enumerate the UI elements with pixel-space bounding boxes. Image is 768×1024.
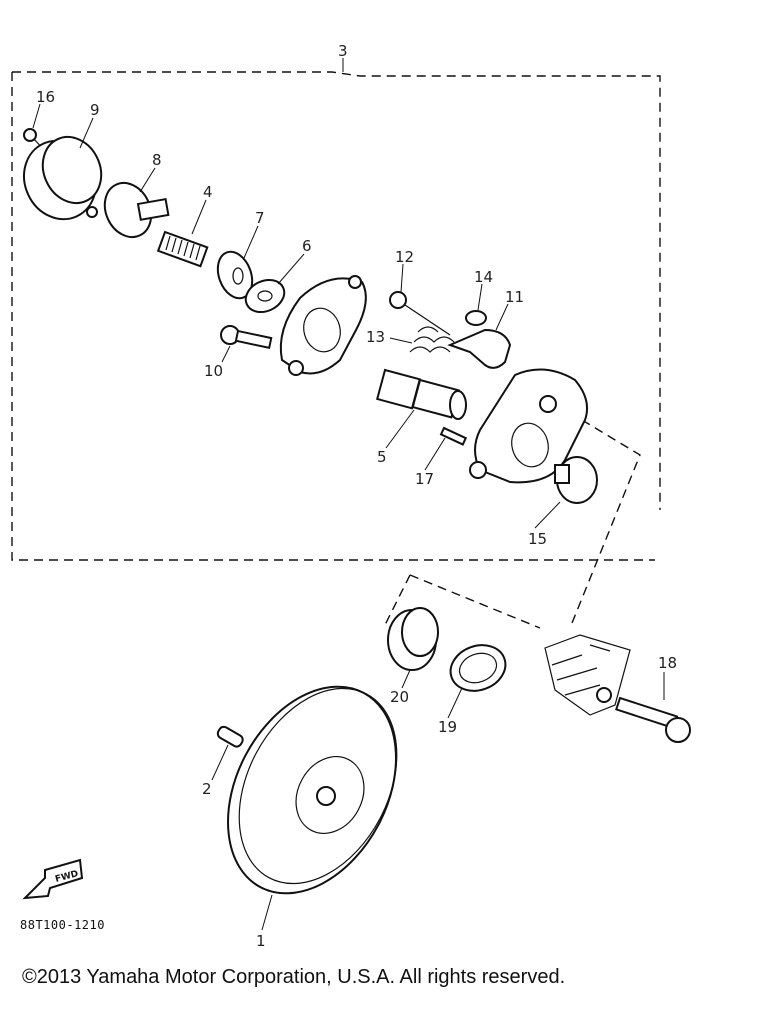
part-9-cover <box>23 135 103 221</box>
part-7-lock-washer <box>216 250 254 300</box>
part-11-lever <box>447 328 512 369</box>
part-14-cap <box>465 310 487 326</box>
callout-10: 10 <box>204 362 223 380</box>
assembly-3-boundary <box>11 71 661 629</box>
callout-14: 14 <box>474 268 493 286</box>
callout-3: 3 <box>338 42 348 60</box>
catalog-code: 88T100-1210 <box>20 918 105 932</box>
part-4-threaded-shaft <box>156 230 209 268</box>
callout-13: 13 <box>366 328 385 346</box>
callout-1: 1 <box>256 932 266 950</box>
callout-12: 12 <box>395 248 414 266</box>
part-12-bolt <box>389 291 451 336</box>
callout-6: 6 <box>302 237 312 255</box>
callout-numbers: 3 16 9 8 4 7 6 12 14 11 13 10 5 17 15 18… <box>36 42 677 950</box>
part-18-bolt <box>615 696 691 743</box>
callout-4: 4 <box>203 183 213 201</box>
callout-5: 5 <box>377 448 387 466</box>
callout-20: 20 <box>390 688 409 706</box>
part-2-key <box>216 725 244 748</box>
part-19-seal <box>449 644 507 692</box>
callout-17: 17 <box>415 470 434 488</box>
forward-direction-arrow-icon: FWD <box>22 858 84 900</box>
part-13-spring <box>409 326 455 353</box>
callout-15: 15 <box>528 530 547 548</box>
part-6-washer <box>244 278 286 314</box>
exploded-parts-diagram: FWD 3 16 9 8 4 7 6 12 14 11 13 1 <box>11 42 691 950</box>
part-17-pin <box>439 426 468 446</box>
engine-case-fragment <box>544 634 631 716</box>
callout-7: 7 <box>255 209 265 227</box>
housing-plate <box>279 275 367 376</box>
part-20-bearing <box>387 607 439 671</box>
callout-11: 11 <box>505 288 524 306</box>
callout-19: 19 <box>438 718 457 736</box>
callout-16: 16 <box>36 88 55 106</box>
part-10-bolt <box>220 325 273 350</box>
callout-leader-lines <box>32 58 665 931</box>
main-housing <box>469 368 588 484</box>
callout-2: 2 <box>202 780 212 798</box>
callout-8: 8 <box>152 151 162 169</box>
part-8-bushing <box>103 181 170 239</box>
callout-9: 9 <box>90 101 100 119</box>
part-15-cap <box>554 456 598 504</box>
copyright-notice: ©2013 Yamaha Motor Corporation, U.S.A. A… <box>22 966 566 988</box>
part-5-valve-body <box>376 368 467 420</box>
callout-18: 18 <box>658 654 677 672</box>
part-1-pulley-disc <box>227 685 398 895</box>
